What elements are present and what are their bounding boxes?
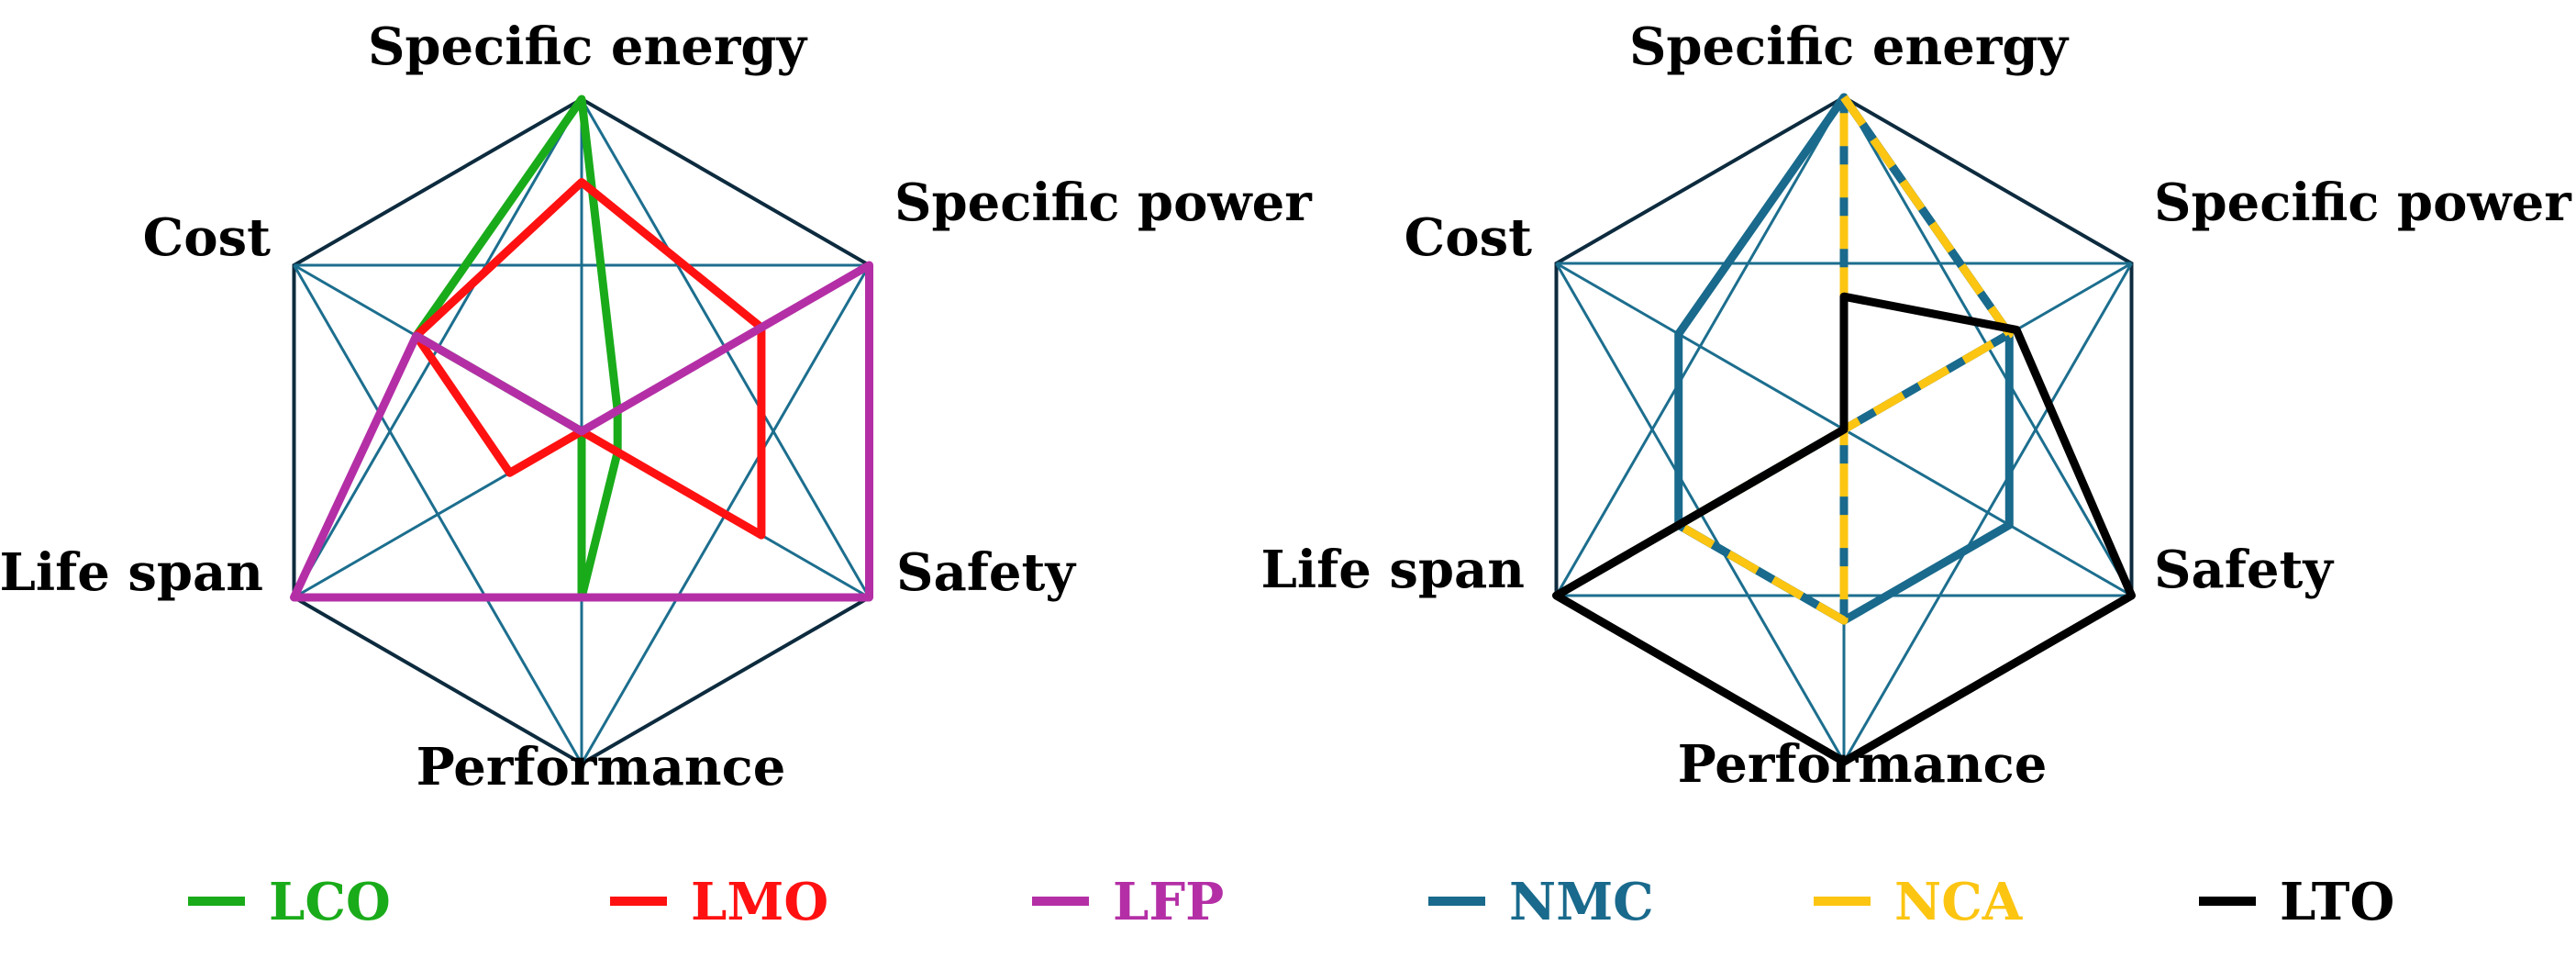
legend-chart-2: NMC NCA LTO — [1428, 872, 2394, 932]
series-lfp-line — [289, 261, 874, 602]
legend-label-lco: LCO — [269, 872, 391, 932]
axis-label-specific-energy: Specific energy — [368, 17, 808, 77]
axis-label-safety: Safety — [896, 542, 1076, 603]
legend-label-nmc: NMC — [1509, 872, 1654, 932]
axis-label-performance: Performance — [416, 737, 786, 797]
radar-grid-line — [1555, 96, 1846, 596]
axis-label-cost: Cost — [1405, 207, 1532, 268]
series-lto-line — [1551, 292, 2137, 766]
axis-label-performance: Performance — [1678, 734, 2048, 795]
legend-label-lfp: LFP — [1113, 872, 1224, 932]
axis-label-cost: Cost — [143, 207, 271, 268]
axis-label-life-span: Life span — [1260, 540, 1525, 600]
axis-label-specific-power: Specific power — [2154, 173, 2572, 233]
axis-label-specific-power: Specific power — [894, 173, 1313, 233]
radar-grid-line — [1842, 262, 2133, 763]
radar-grid-line — [293, 264, 583, 764]
legend-chart-1: LCO LMO LFP — [188, 872, 1224, 932]
axis-label-specific-energy: Specific energy — [1629, 17, 2070, 77]
axis-label-life-span: Life span — [0, 542, 263, 603]
legend-label-lto: LTO — [2280, 872, 2394, 932]
axis-label-safety: Safety — [2154, 540, 2334, 600]
legend-label-lmo: LMO — [691, 872, 828, 932]
legend-label-nca: NCA — [1894, 872, 2024, 932]
series-lco-line — [412, 95, 622, 602]
